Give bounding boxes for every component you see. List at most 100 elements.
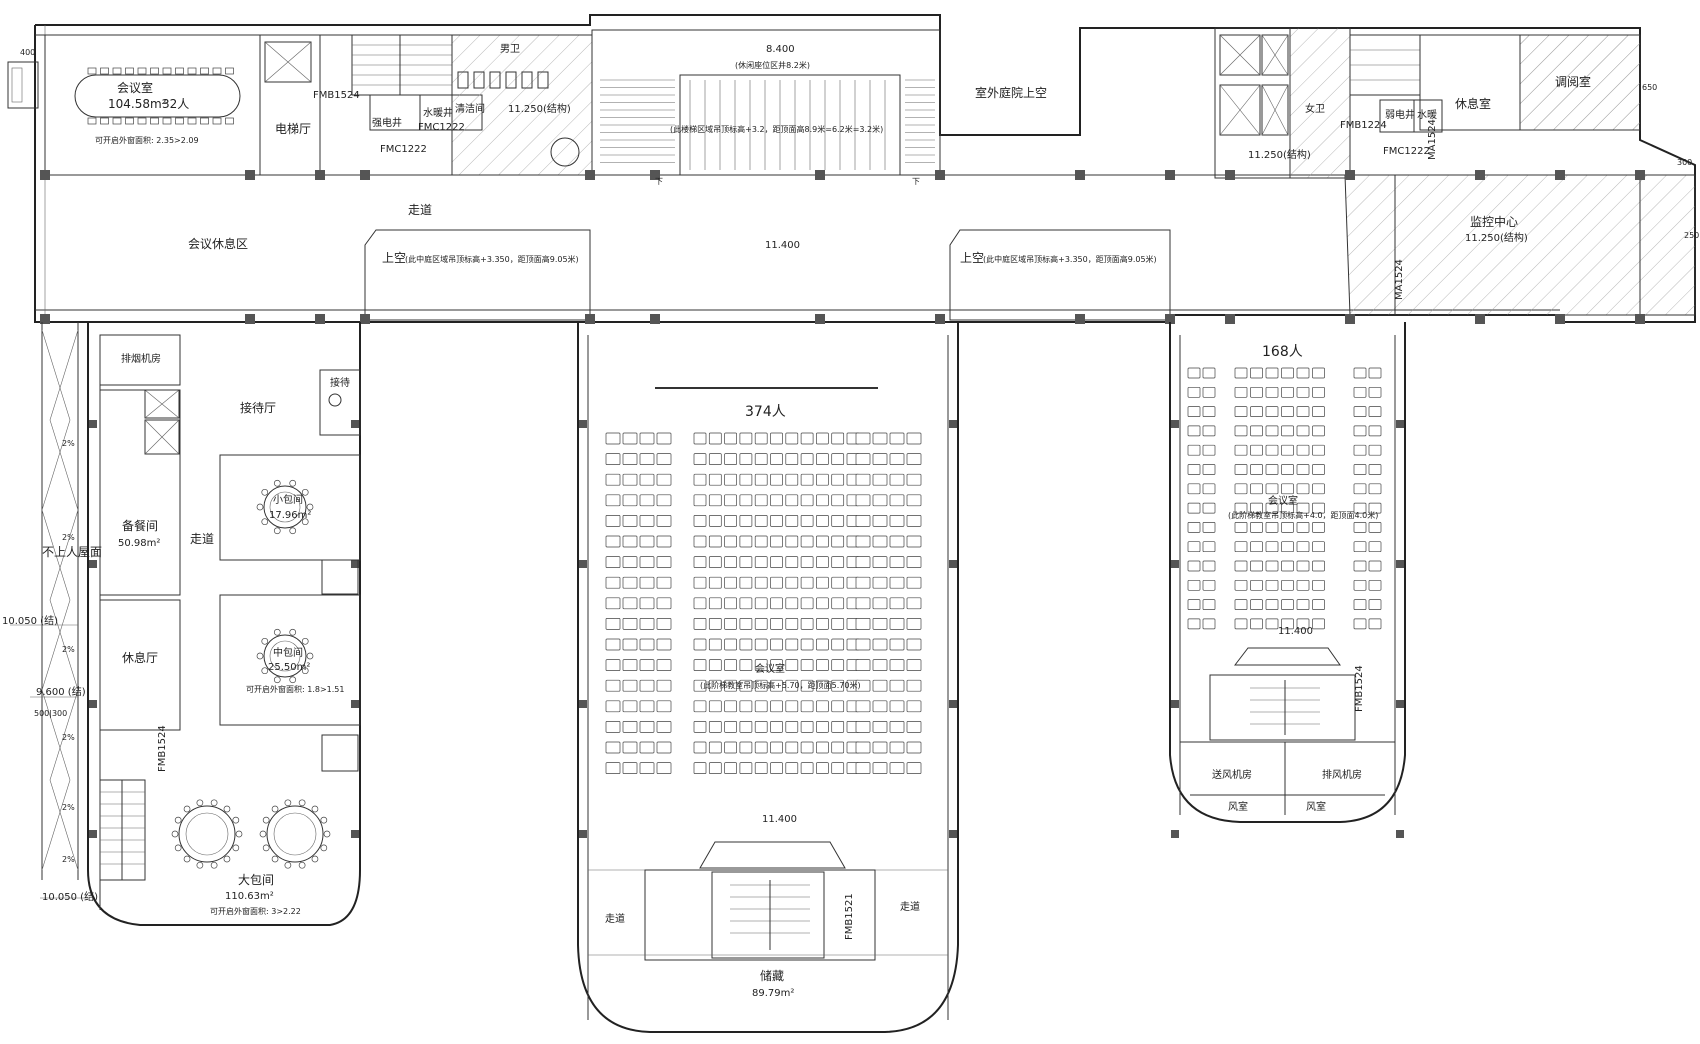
conference-chair xyxy=(125,67,134,75)
hall-seat xyxy=(855,618,871,630)
column xyxy=(89,560,97,568)
column xyxy=(40,170,50,180)
hall-seat xyxy=(605,453,621,465)
hall-seats xyxy=(605,432,922,774)
hall-seat xyxy=(639,494,655,507)
column xyxy=(579,700,587,708)
right-hall-seat xyxy=(1353,406,1367,417)
right-hall-seat xyxy=(1250,367,1263,379)
column xyxy=(360,314,370,324)
dining-chair xyxy=(261,518,269,526)
right-hall-seat xyxy=(1296,444,1310,456)
conference-chair xyxy=(175,67,184,75)
dining-chair xyxy=(289,527,297,535)
conference-chair xyxy=(212,67,222,75)
hall-seat xyxy=(656,721,672,733)
hall-seat xyxy=(816,494,829,507)
label-door-fmb: FMB1524 xyxy=(313,90,360,101)
label-clean-room: 清洁间 xyxy=(455,102,485,115)
hall-seat xyxy=(831,741,845,754)
right-hall-seat xyxy=(1368,599,1382,610)
right-hall-seat xyxy=(1368,522,1382,533)
hall-seat xyxy=(831,535,845,548)
column xyxy=(1635,170,1645,180)
hall-seat xyxy=(622,618,638,630)
hall-seat xyxy=(872,700,888,713)
hall-seat xyxy=(656,473,672,486)
hall-seat xyxy=(855,741,871,754)
dining-chair xyxy=(273,628,281,636)
hall-seat xyxy=(831,679,845,692)
right-hall-seat xyxy=(1296,618,1310,630)
hall-seat xyxy=(770,535,783,548)
hall-seat xyxy=(605,556,621,568)
hall-seat xyxy=(708,453,722,465)
hall-seat xyxy=(639,453,655,465)
hall-seat xyxy=(831,432,845,445)
hall-seat xyxy=(656,700,672,713)
label-mid-room: 中包间 xyxy=(273,646,303,659)
dining-chair xyxy=(235,830,243,838)
right-hall-seat xyxy=(1312,406,1325,417)
right-hall-seat xyxy=(1250,560,1263,572)
hall-seat xyxy=(639,576,655,589)
column xyxy=(1396,830,1404,838)
dining-chair xyxy=(196,799,204,807)
hall-seat xyxy=(816,679,829,692)
column xyxy=(1171,700,1179,708)
hall-seat xyxy=(800,762,814,774)
label-big-window: 可开启外窗面积: 3>2.22 xyxy=(210,906,301,916)
right-hall-seat xyxy=(1187,579,1201,591)
hall-seat xyxy=(656,535,672,548)
right-hall-seat xyxy=(1202,502,1216,514)
label-monitor-level: 11.250(结构) xyxy=(1465,231,1528,244)
hall-seat xyxy=(622,679,638,692)
hall-seat xyxy=(622,556,638,568)
label-level-left-b: 9.600 (结) xyxy=(36,685,86,698)
column xyxy=(351,420,359,428)
label-wsp-shaft: 水暖井 xyxy=(423,106,453,119)
hall-seat xyxy=(855,638,871,651)
hall-seat xyxy=(739,535,753,548)
hall-seat xyxy=(872,618,888,630)
hall-seat xyxy=(889,432,905,445)
column xyxy=(949,830,957,838)
hall-seat xyxy=(785,494,799,507)
hall-seat xyxy=(693,576,707,589)
hall-seat xyxy=(656,659,672,671)
hall-seat xyxy=(739,638,753,651)
label-corridor-br: 走道 xyxy=(900,900,920,913)
right-hall-seat xyxy=(1265,464,1279,475)
hall-seat xyxy=(622,741,638,754)
hall-seat xyxy=(889,597,905,610)
hall-seat xyxy=(639,721,655,733)
conference-chair xyxy=(87,117,97,125)
hall-seat xyxy=(800,700,814,713)
hall-seat xyxy=(785,618,799,630)
label-fmc-right: FMC1222 xyxy=(1383,146,1430,157)
hall-seat xyxy=(739,576,753,589)
hall-seat xyxy=(872,659,888,671)
hall-seat xyxy=(906,762,922,774)
column xyxy=(360,170,370,180)
hall-seat xyxy=(889,659,905,671)
right-hall-seat xyxy=(1312,522,1325,533)
hall-seat xyxy=(906,556,922,568)
label-roof: 不上人屋面 xyxy=(42,545,102,559)
right-hall-seat xyxy=(1265,541,1279,553)
hall-seat xyxy=(889,473,905,486)
right-hall-seat xyxy=(1202,425,1216,437)
hall-seat xyxy=(770,556,783,568)
hall-seat xyxy=(800,494,814,507)
label-air-a: 风室 xyxy=(1228,800,1248,813)
hall-seat xyxy=(800,721,814,733)
dining-chair xyxy=(256,652,264,660)
hall-seat xyxy=(770,700,783,713)
hall-seat xyxy=(906,535,922,548)
hall-seat xyxy=(816,576,829,589)
hall-seat xyxy=(639,432,655,445)
label-lounge: 会议休息区 xyxy=(188,236,248,251)
right-hall-seat xyxy=(1250,502,1263,514)
hall-seat xyxy=(739,741,753,754)
right-hall-seat xyxy=(1202,367,1216,379)
